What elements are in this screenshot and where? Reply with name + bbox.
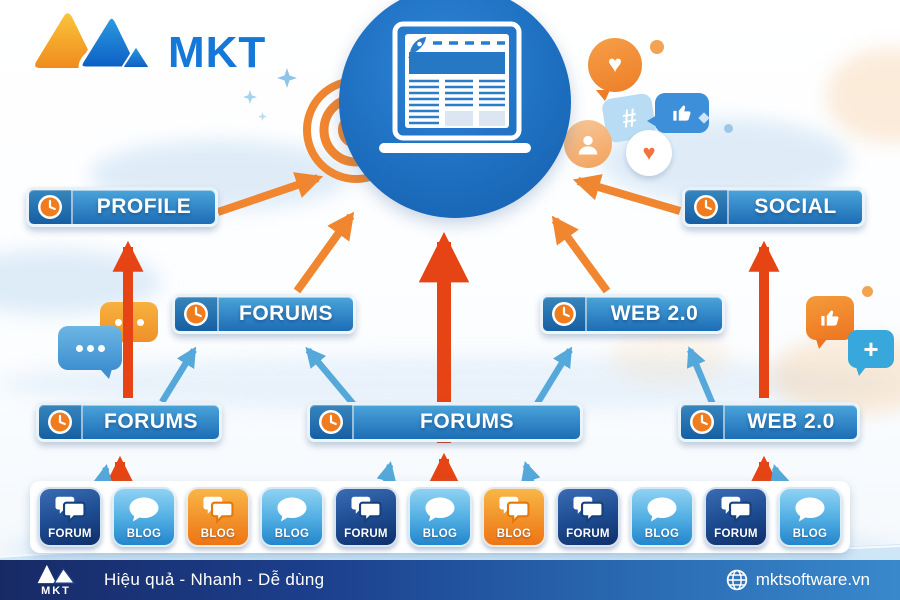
footer-bar: MKT Hiệu quả - Nhanh - Dễ dùng mktsoftwa… (0, 560, 900, 600)
chat-dots-bubble-icon (58, 326, 122, 379)
channel-icon-label: FORUM (48, 527, 92, 540)
blog-icon: BLOG (408, 487, 472, 547)
channel-icon-label: BLOG (792, 527, 828, 540)
speech-bubble-icon (496, 495, 532, 529)
speech-bubble-icon (718, 495, 754, 529)
speech-bubble-icon (274, 495, 310, 529)
heart-glyph: ♥ (607, 51, 623, 78)
speech-bubble-icon (200, 495, 236, 529)
label-bar-profile: PROFILE (26, 187, 218, 227)
dot-shape (724, 124, 733, 133)
blog-icon: BLOG (112, 487, 176, 547)
clock-icon (310, 405, 354, 439)
website-circle (339, 0, 571, 218)
channel-icon-label: BLOG (644, 527, 680, 540)
blog-icon: BLOG (482, 487, 546, 547)
dot-shape (862, 286, 873, 297)
footer-logo: MKT (34, 563, 78, 597)
brand-wordmark: MKT (168, 28, 267, 78)
speech-bubble-icon (52, 495, 88, 529)
footer-website: mktsoftware.vn (755, 570, 870, 589)
dot-shape (650, 40, 664, 54)
blog-icon: BLOG (260, 487, 324, 547)
forum-icon: FORUM (556, 487, 620, 547)
bottom-icon-row: FORUM BLOG BLOG BLOG FORUM BLOG BLOG (30, 481, 850, 553)
speech-bubble-icon (792, 495, 828, 529)
sparkle-icon (277, 68, 297, 88)
label-bar-forums-tier2: FORUMS (172, 294, 356, 334)
blog-icon: BLOG (630, 487, 694, 547)
label-bar-web20-tier2: WEB 2.0 (540, 294, 725, 334)
forum-icon: FORUM (38, 487, 102, 547)
person-bubble-icon (564, 120, 612, 168)
speech-bubble-icon (126, 495, 162, 529)
channel-icon-label: BLOG (126, 527, 162, 540)
sparkle-icon (243, 90, 257, 104)
channel-icon-label: BLOG (200, 527, 236, 540)
footer-tagline: Hiệu quả - Nhanh - Dễ dùng (104, 570, 325, 589)
brand-logo: MKT (28, 12, 267, 78)
clock-icon (681, 405, 725, 439)
clock-icon (175, 297, 219, 331)
speech-bubble-icon (644, 495, 680, 529)
heart-badge-icon: ♥ (626, 130, 672, 176)
mkt-logo-icon (35, 13, 152, 70)
thumbs-up-badge-icon (806, 296, 854, 349)
globe-icon (726, 569, 747, 591)
label-bar-social: SOCIAL (682, 187, 865, 227)
mkt-footer-logo-icon (37, 564, 76, 584)
clock-icon (685, 190, 729, 224)
thumbs-up-bubble-icon (647, 93, 709, 133)
forum-icon: FORUM (704, 487, 768, 547)
blog-icon: BLOG (778, 487, 842, 547)
speech-bubble-icon (570, 495, 606, 529)
channel-icon-label: BLOG (422, 527, 458, 540)
label-bar-forums-tier3-left: FORUMS (36, 402, 222, 442)
channel-icon-label: FORUM (714, 527, 758, 540)
sparkle-icon (258, 112, 267, 121)
peach-blob (826, 48, 900, 143)
channel-icon-label: BLOG (496, 527, 532, 540)
label-bar-web20-tier3-right: WEB 2.0 (678, 402, 860, 442)
clock-icon (39, 405, 83, 439)
heart-glyph: ♥ (642, 140, 656, 165)
heart-bubble-icon: ♥ (588, 38, 642, 101)
channel-icon-label: FORUM (566, 527, 610, 540)
clock-icon (29, 190, 73, 224)
plus-glyph: + (863, 333, 879, 364)
speech-bubble-icon (422, 495, 458, 529)
peach-blob (610, 330, 730, 385)
label-bar-forums-tier3-middle: FORUMS (307, 402, 583, 442)
channel-icon-label: FORUM (344, 527, 388, 540)
speech-bubble-icon (348, 495, 384, 529)
footer-logo-text: MKT (41, 585, 71, 597)
clock-icon (543, 297, 587, 331)
channel-icon-label: BLOG (274, 527, 310, 540)
blog-icon: BLOG (186, 487, 250, 547)
hashtag-glyph: # (619, 101, 639, 134)
forum-icon: FORUM (334, 487, 398, 547)
plus-bubble-icon: + (848, 330, 894, 376)
laptop-rocket-icon (379, 21, 531, 153)
